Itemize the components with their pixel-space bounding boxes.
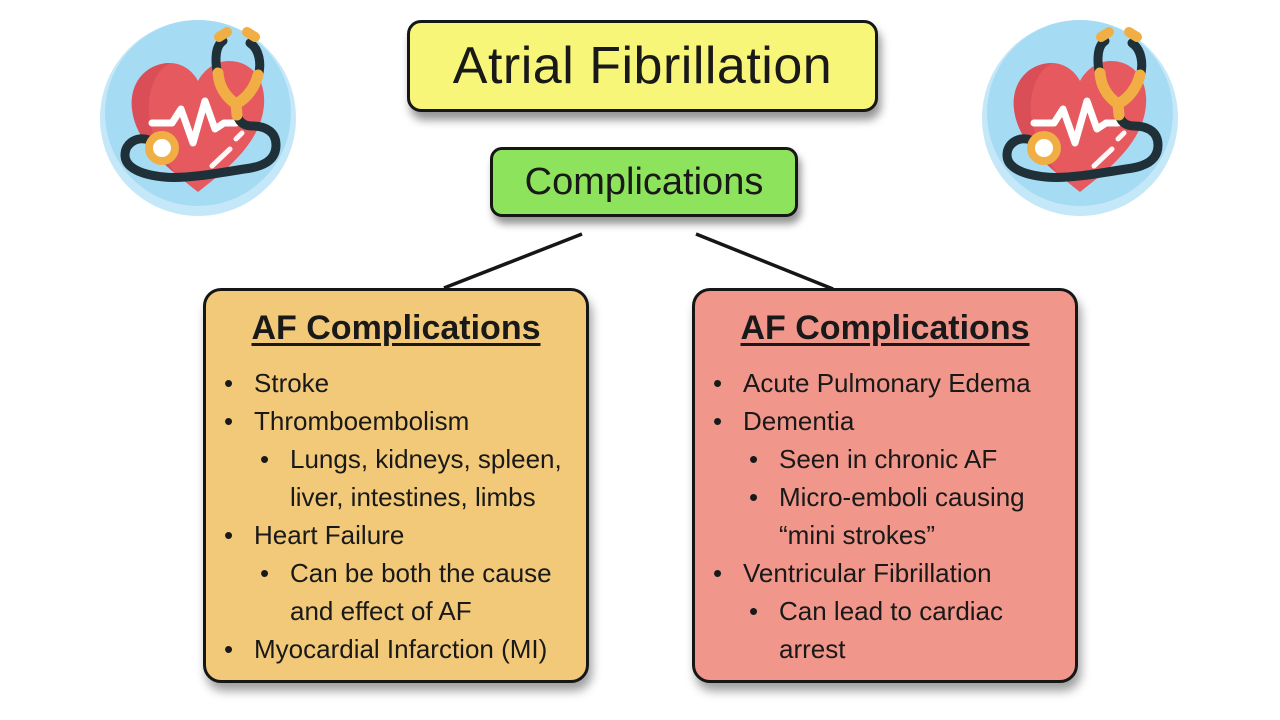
title-box: Atrial Fibrillation: [407, 20, 878, 112]
bullet-icon: •: [713, 368, 723, 398]
page-title: Atrial Fibrillation: [452, 37, 833, 95]
connector-line-left: [443, 232, 583, 290]
heart-stethoscope-icon: [978, 16, 1182, 220]
bullet-list: • Stroke • Thromboembolism • Lungs, kidneys, …: [224, 364, 568, 668]
list-item-text: Lungs, kidneys, spleen,liver, intestines…: [290, 444, 562, 512]
bullet-icon: •: [224, 520, 234, 550]
list-item: • Dementia: [713, 402, 1057, 440]
list-item: • Heart Failure: [224, 516, 568, 554]
bullet-icon: •: [713, 406, 723, 436]
list-item-text: Micro-emboli causing“mini strokes”: [779, 482, 1025, 550]
heart-stethoscope-icon: [982, 20, 1178, 216]
list-item: • Acute Pulmonary Edema: [713, 364, 1057, 402]
bullet-icon: •: [713, 558, 723, 588]
list-item-text: Seen in chronic AF: [779, 444, 998, 474]
subtitle-box: Complications: [490, 147, 798, 217]
connector-line-right: [695, 232, 834, 291]
list-item-text: Thromboembolism: [254, 406, 470, 436]
list-item-text: Dementia: [743, 406, 855, 436]
list-item-text: Ventricular Fibrillation: [743, 558, 992, 588]
af-complications-panel-left: AF Complications • Stroke • Thromboembolism…: [203, 288, 589, 683]
list-item-text: Heart Failure: [254, 520, 405, 550]
list-item: • Thromboembolism: [224, 402, 568, 440]
list-item: • Micro-emboli causing“mini strokes”: [749, 478, 1057, 554]
list-item: • Lungs, kidneys, spleen,liver, intestine…: [260, 440, 568, 516]
bullet-list: • Acute Pulmonary Edema • Dementia • Seen in …: [713, 364, 1057, 668]
list-item-text: Myocardial Infarction (MI): [254, 634, 548, 664]
list-item: • Ventricular Fibrillation: [713, 554, 1057, 592]
list-item: • Seen in chronic AF: [749, 440, 1057, 478]
bullet-icon: •: [749, 482, 759, 512]
list-item-text: Stroke: [254, 368, 330, 398]
bullet-icon: •: [224, 368, 234, 398]
bullet-icon: •: [224, 634, 234, 664]
list-item: • Stroke: [224, 364, 568, 402]
bullet-icon: •: [224, 406, 234, 436]
bullet-icon: •: [749, 596, 759, 626]
bullet-icon: •: [260, 558, 270, 588]
list-item: • Myocardial Infarction (MI): [224, 630, 568, 668]
panel-heading: AF Complications: [740, 309, 1030, 347]
panel-heading: AF Complications: [251, 309, 541, 347]
heart-stethoscope-icon: [96, 16, 300, 220]
subtitle-label: Complications: [524, 160, 764, 203]
bullet-icon: •: [260, 444, 270, 474]
af-complications-panel-right: AF Complications •Acute Pulmonary Edema•…: [692, 288, 1078, 683]
bullet-icon: •: [749, 444, 759, 474]
list-item-text: Acute Pulmonary Edema: [743, 368, 1031, 398]
heart-stethoscope-icon: [100, 20, 296, 216]
